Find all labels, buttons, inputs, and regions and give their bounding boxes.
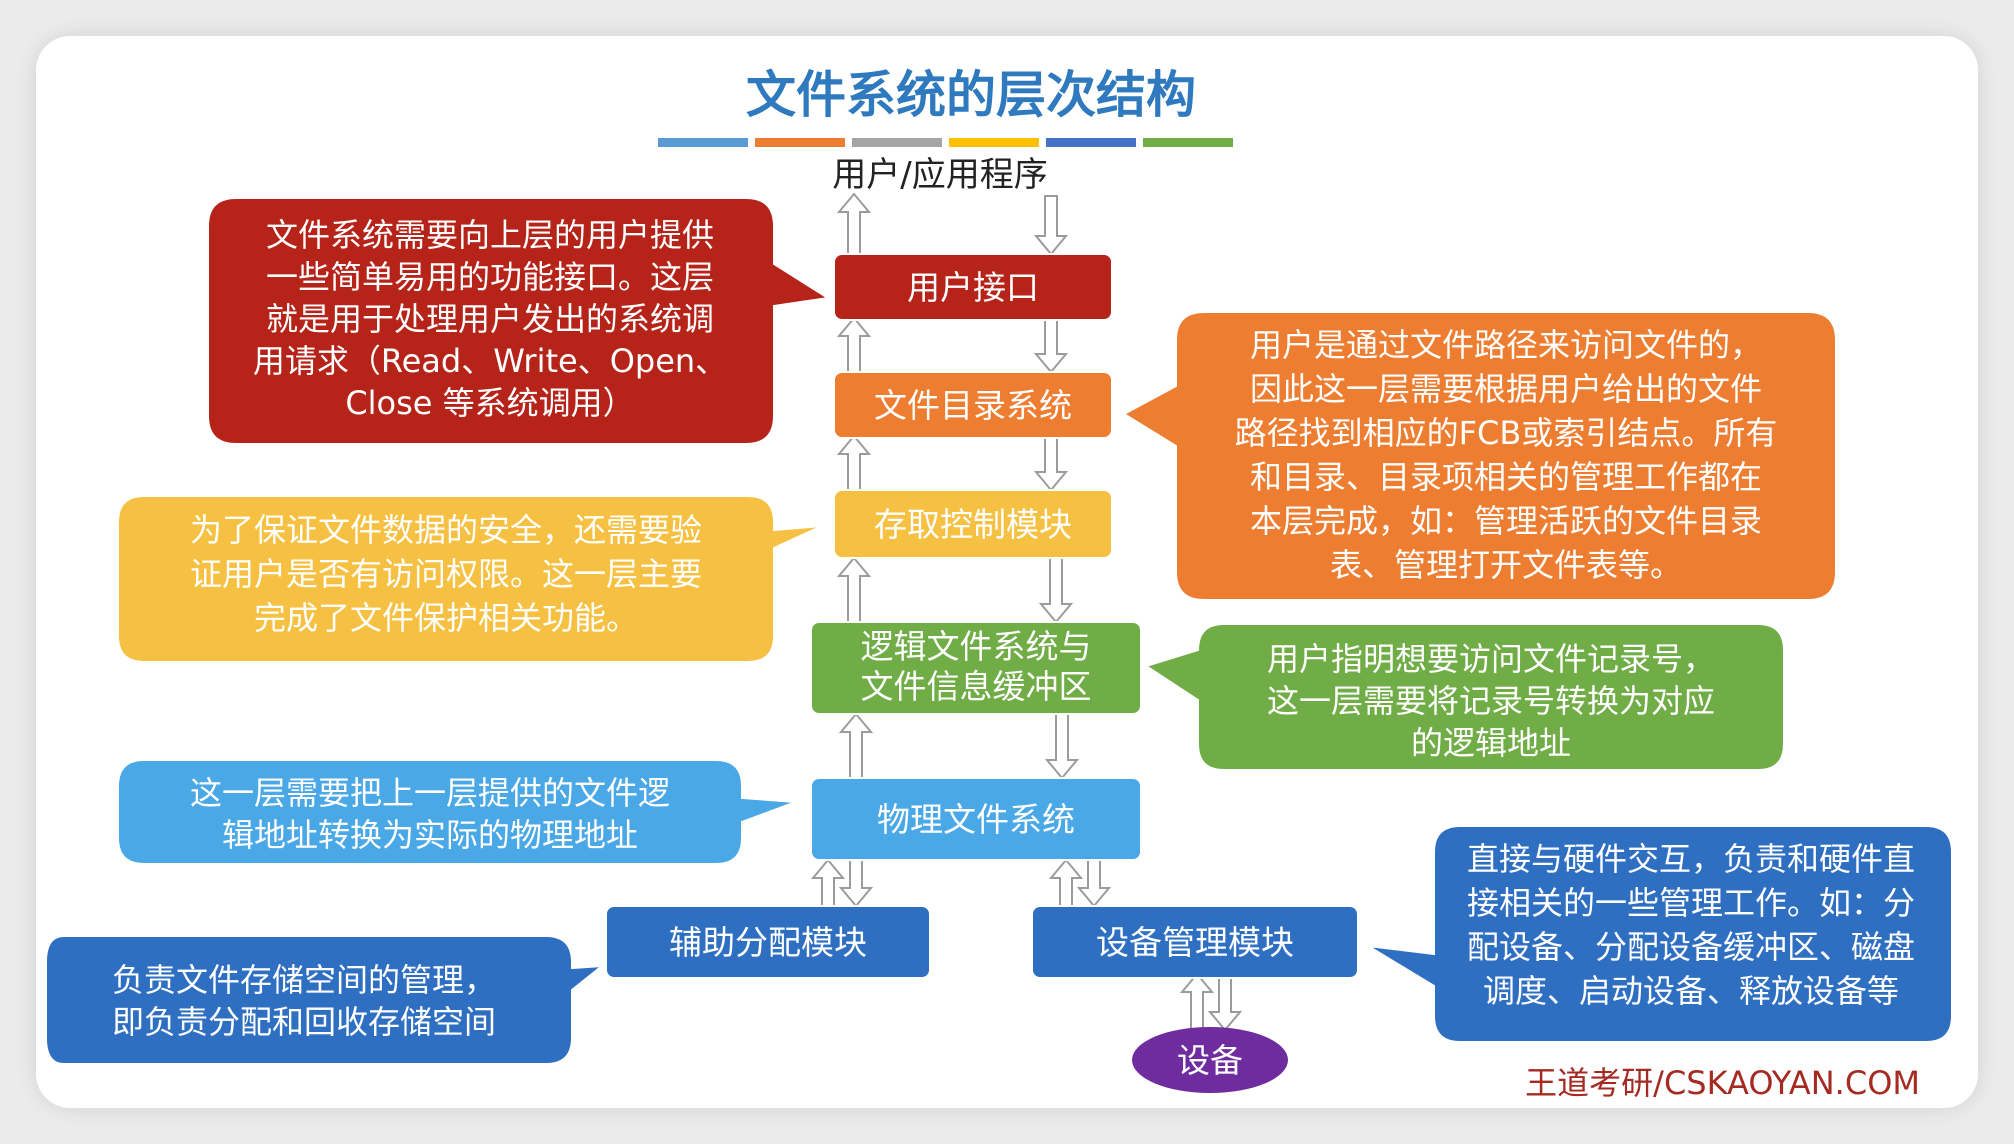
- arrow-down-icon: [1076, 859, 1112, 908]
- arrow-down-icon: [838, 859, 874, 908]
- arrow-down-icon: [1038, 557, 1074, 624]
- callout-line: Close 等系统调用）: [345, 384, 634, 422]
- layer-label: 物理文件系统: [877, 800, 1075, 839]
- layer-arrows: [810, 192, 1243, 1032]
- device-ellipse: [1132, 1027, 1288, 1093]
- layer-label: 设备: [1177, 1041, 1243, 1080]
- callout-access-control: 为了保证文件数据的安全，还需要验 证用户是否有访问权限。这一层主要 完成了文件保…: [117, 495, 823, 663]
- callout-directory-system: 用户是通过文件路径来访问文件的， 因此这一层需要根据用户给出的文件 路径找到相应…: [1121, 311, 1837, 601]
- hierarchy-diagram: 文件系统的层次结构 用户/应用程序: [45, 66, 1953, 1102]
- arrow-up-icon: [1048, 858, 1084, 907]
- layer-box: [833, 253, 1113, 321]
- callout-bubble: [1367, 825, 1953, 1043]
- callout-line: 用户是通过文件路径来访问文件的，: [1250, 326, 1762, 364]
- layer-access-control[interactable]: 存取控制模块: [833, 489, 1113, 559]
- callout-logical-fs: 用户指明想要访问文件记录号， 这一层需要将记录号转换为对应 的逻辑地址: [1143, 623, 1785, 771]
- callout-line: 接相关的一些管理工作。如：分: [1467, 884, 1915, 922]
- callout-line: 配设备、分配设备缓冲区、磁盘: [1467, 928, 1915, 966]
- callout-bubble: [1143, 623, 1785, 771]
- callout-line: 的逻辑地址: [1411, 724, 1571, 762]
- layer-label: 文件目录系统: [874, 386, 1072, 425]
- callout-line: 用户指明想要访问文件记录号，: [1267, 640, 1715, 678]
- slide: 文件系统的层次结构 用户/应用程序: [36, 36, 1978, 1108]
- title-bar-segment: [1046, 138, 1136, 147]
- callout-line: 调度、启动设备、释放设备等: [1483, 972, 1899, 1010]
- callout-line: 辑地址转换为实际的物理地址: [222, 816, 638, 854]
- footer-brand: 王道考研/CSKAOYAN.COM: [1525, 1064, 1920, 1102]
- layer-box: [833, 371, 1113, 439]
- arrow-up-icon: [836, 434, 872, 491]
- callout-bubble: [1121, 311, 1837, 601]
- callout-line: 一些简单易用的功能接口。这层: [266, 258, 714, 296]
- title-bar-segment: [658, 138, 748, 147]
- layer-label: 设备管理模块: [1096, 923, 1294, 962]
- callout-line: 就是用于处理用户发出的系统调: [266, 300, 714, 338]
- layer-label-line: 逻辑文件系统与: [861, 627, 1092, 666]
- title-bar-segment: [755, 138, 845, 147]
- layer-box: [810, 621, 1142, 715]
- callout-line: 表、管理打开文件表等。: [1330, 546, 1682, 584]
- layer-box: [810, 777, 1142, 861]
- callout-line: 完成了文件保护相关功能。: [254, 599, 638, 637]
- layer-label-line: 文件信息缓冲区: [861, 667, 1092, 706]
- callout-line: 即负责分配和回收存储空间: [112, 1003, 496, 1041]
- arrow-down-icon: [1033, 437, 1069, 492]
- arrow-down-icon: [1044, 713, 1080, 780]
- arrow-down-icon: [1033, 195, 1069, 256]
- callout-line: 直接与硬件交互，负责和硬件直: [1467, 840, 1915, 878]
- arrow-up-icon: [810, 858, 846, 907]
- layer-user-interface[interactable]: 用户接口: [833, 253, 1113, 321]
- callout-line: 因此这一层需要根据用户给出的文件: [1250, 370, 1762, 408]
- layer-logical-fs[interactable]: 逻辑文件系统与 文件信息缓冲区: [810, 621, 1142, 715]
- device-node[interactable]: 设备: [1132, 1027, 1288, 1093]
- layer-directory-system[interactable]: 文件目录系统: [833, 371, 1113, 439]
- arrow-up-icon: [1179, 972, 1215, 1031]
- arrow-down-icon: [1207, 973, 1243, 1032]
- callout-physical-fs: 这一层需要把上一层提供的文件逻 辑地址转换为实际的物理地址: [117, 759, 797, 865]
- layer-label: 存取控制模块: [874, 505, 1072, 544]
- callout-bubble: [117, 759, 797, 865]
- callout-line: 文件系统需要向上层的用户提供: [266, 216, 714, 254]
- arrow-up-icon: [838, 712, 874, 779]
- title-bar-segment: [949, 138, 1039, 147]
- layer-physical-fs[interactable]: 物理文件系统: [810, 777, 1142, 861]
- arrow-up-icon: [836, 192, 872, 255]
- callout-line: 用请求（Read、Write、Open、: [253, 342, 727, 380]
- arrow-up-icon: [836, 316, 872, 373]
- layer-box: [833, 489, 1113, 559]
- layer-box: [605, 905, 931, 979]
- callout-line: 负责文件存储空间的管理，: [112, 961, 496, 999]
- layer-box: [1031, 905, 1359, 979]
- title-bar-segment: [1143, 138, 1233, 147]
- callout-line: 本层完成，如：管理活跃的文件目录: [1250, 502, 1762, 540]
- callout-line: 证用户是否有访问权限。这一层主要: [190, 555, 702, 593]
- title-color-bar: [658, 138, 1233, 147]
- arrow-up-icon: [836, 556, 872, 623]
- callout-allocation-module: 负责文件存储空间的管理， 即负责分配和回收存储空间: [45, 935, 606, 1065]
- user-application-label: 用户/应用程序: [832, 155, 1047, 195]
- callout-bubble: [117, 495, 823, 663]
- callout-line: 这一层需要把上一层提供的文件逻: [190, 774, 670, 812]
- layer-device-management[interactable]: 设备管理模块: [1031, 905, 1359, 979]
- callout-line: 这一层需要将记录号转换为对应: [1267, 682, 1715, 720]
- callout-line: 路径找到相应的FCB或索引结点。所有: [1235, 414, 1778, 452]
- page-title: 文件系统的层次结构: [746, 66, 1196, 124]
- layer-label: 用户接口: [907, 268, 1039, 307]
- callout-line: 和目录、目录项相关的管理工作都在: [1250, 458, 1762, 496]
- callout-device-management: 直接与硬件交互，负责和硬件直 接相关的一些管理工作。如：分 配设备、分配设备缓冲…: [1367, 825, 1953, 1043]
- arrow-down-icon: [1033, 319, 1069, 374]
- layer-allocation-module[interactable]: 辅助分配模块: [605, 905, 931, 979]
- callout-bubble: [207, 197, 831, 445]
- title-bar-segment: [852, 138, 942, 147]
- layer-label: 辅助分配模块: [669, 923, 867, 962]
- callout-bubble: [45, 935, 606, 1065]
- callout-user-interface: 文件系统需要向上层的用户提供 一些简单易用的功能接口。这层 就是用于处理用户发出…: [207, 197, 831, 445]
- callout-line: 为了保证文件数据的安全，还需要验: [190, 511, 702, 549]
